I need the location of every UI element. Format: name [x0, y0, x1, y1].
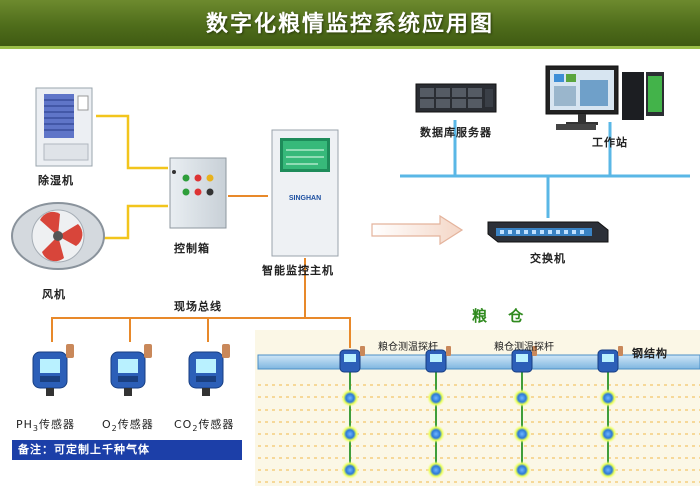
label-o2-sensor: O2传感器 [102, 418, 154, 434]
probe-rods [349, 368, 609, 476]
probe-transmitter-2-icon [425, 346, 451, 373]
label-field-bus: 现场总线 [174, 300, 222, 313]
probe-node [599, 461, 617, 479]
label-dehumidifier: 除湿机 [38, 174, 74, 187]
page-title: 数字化粮情监控系统应用图 [205, 12, 494, 37]
probe-node [513, 389, 531, 407]
probe-node [341, 461, 359, 479]
label-steel-structure: 钢结构 [632, 347, 668, 360]
power-wiring [96, 114, 168, 240]
dehumidifier-icon [35, 87, 93, 167]
probe-node [599, 425, 617, 443]
probe-node [513, 461, 531, 479]
label-co2-sensor: CO2传感器 [174, 418, 235, 434]
control-wiring [51, 195, 351, 348]
probe-node [599, 389, 617, 407]
monitoring-host-icon: SINGHAN [271, 129, 339, 257]
co2-sensor-icon [188, 344, 230, 396]
title-banner: 数字化粮情监控系统应用图 [0, 0, 700, 49]
probe-node [427, 425, 445, 443]
probe-node [341, 425, 359, 443]
probe-node [427, 461, 445, 479]
label-workstation: 工作站 [592, 136, 628, 149]
label-fan: 风机 [42, 288, 66, 301]
label-monitoring-host: 智能监控主机 [262, 264, 334, 277]
probe-transmitter-3-icon [511, 346, 537, 373]
host-brand-text: SINGHAN [289, 195, 321, 202]
probe-node [427, 389, 445, 407]
network-lines [400, 120, 690, 218]
control-box-icon [169, 157, 227, 229]
label-ph3-sensor: PH3传感器 [16, 418, 75, 434]
probe-sensing-nodes [341, 389, 617, 479]
remark-note: 备注：可定制上千种气体 [12, 440, 242, 460]
network-switch-icon [487, 221, 609, 243]
label-db-server: 数据库服务器 [420, 126, 492, 139]
data-flow-arrow [371, 214, 464, 246]
label-switch: 交换机 [530, 252, 566, 265]
label-granary: 粮 仓 [472, 307, 532, 325]
database-server-icon [415, 83, 497, 113]
probe-node [513, 425, 531, 443]
probe-transmitter-1-icon [339, 346, 365, 373]
ph3-sensor-icon [32, 344, 74, 396]
steel-structure-bar [257, 354, 700, 370]
o2-sensor-icon [110, 344, 152, 396]
label-probe-1: 粮仓测温探杆 [378, 342, 438, 353]
probe-transmitter-4-icon [597, 346, 623, 373]
granary-area [255, 330, 700, 486]
workstation-icon [545, 65, 664, 130]
fan-icon [11, 202, 105, 270]
label-control-box: 控制箱 [174, 242, 210, 255]
probe-node [341, 389, 359, 407]
label-probe-2: 粮仓测温探杆 [494, 342, 554, 353]
